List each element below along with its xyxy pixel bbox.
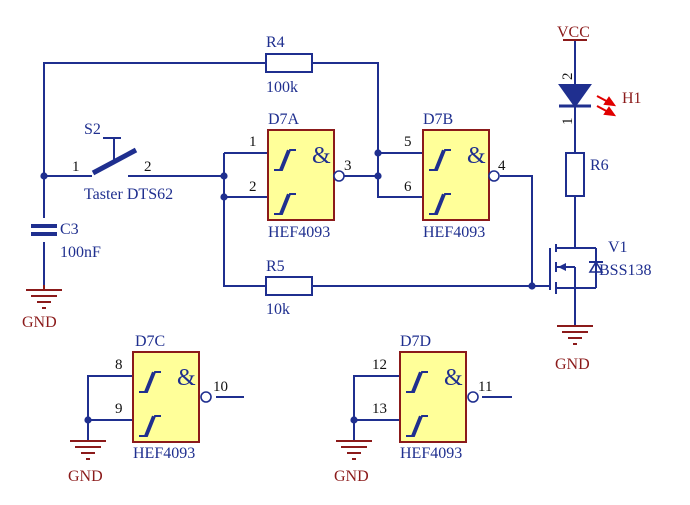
junction-dot — [220, 193, 228, 201]
inverter-bubble — [333, 170, 345, 182]
d7d-pin: 13 — [372, 401, 387, 417]
switch-lever — [91, 147, 138, 176]
h1-pin1: 1 — [560, 118, 576, 126]
r6-name: R6 — [590, 157, 609, 174]
capacitor-c3: C3 100nF — [31, 221, 101, 261]
junction-dot — [220, 172, 228, 180]
r4-value: 100k — [266, 79, 298, 96]
gnd-label: GND — [334, 468, 369, 485]
body-diode — [588, 260, 604, 273]
wire-d7d-inputs — [353, 375, 400, 420]
s2-pin1: 1 — [72, 159, 80, 175]
gnd-label: GND — [22, 314, 57, 331]
h1-name: H1 — [622, 90, 642, 107]
s2-name: S2 — [84, 121, 101, 138]
schmitt-icon — [139, 371, 161, 393]
d7d-pin: 11 — [478, 379, 492, 395]
schmitt-icon — [139, 415, 161, 437]
and-symbol: & — [467, 143, 486, 169]
junctions — [40, 149, 536, 424]
gnd-label: GND — [555, 356, 590, 373]
wire-pin6 — [377, 153, 423, 198]
h1-pin2: 2 — [560, 73, 576, 81]
inverter-bubble — [200, 391, 212, 403]
and-symbol: & — [444, 365, 463, 391]
wire-r4-loop — [43, 62, 379, 176]
inverter-bubble — [488, 170, 500, 182]
v1-name: V1 — [608, 239, 628, 256]
gate-d7a: & 1 2 3 D7A HEF4093 — [249, 111, 352, 241]
d7a-pin: 1 — [249, 134, 257, 150]
d7d-part: HEF4093 — [400, 445, 462, 462]
gate-d7d: & 12 13 11 D7D HEF4093 — [372, 333, 492, 462]
d7a-part: HEF4093 — [268, 224, 330, 241]
d7a-name: D7A — [268, 111, 300, 128]
switch-s2: S2 1 2 Taster DTS62 — [72, 121, 173, 203]
d7b-pin: 5 — [404, 134, 412, 150]
resistor-r5: R5 10k — [265, 258, 313, 318]
junction-dot — [84, 416, 92, 424]
gnd-symbol-d7d: GND — [334, 440, 372, 485]
d7c-pin: 10 — [213, 379, 228, 395]
gnd-symbol-d7c: GND — [68, 440, 106, 485]
gnd-label: GND — [68, 468, 103, 485]
d7a-pin: 2 — [249, 179, 257, 195]
mosfet-v1: V1 BSS138 — [549, 239, 651, 294]
wire-pin4-to-gate — [500, 175, 550, 287]
c3-value: 100nF — [60, 244, 101, 261]
vcc-symbol: VCC — [557, 24, 590, 41]
resistor-r6: R6 — [565, 152, 609, 197]
junction-dot — [374, 149, 382, 157]
d7d-name: D7D — [400, 333, 431, 350]
resistor-r4: R4 100k — [265, 34, 313, 96]
d7b-pin: 4 — [498, 158, 506, 174]
schmitt-icon — [406, 415, 428, 437]
d7c-name: D7C — [135, 333, 165, 350]
r4-name: R4 — [266, 34, 285, 51]
led-light-arrows-icon — [596, 95, 617, 117]
led-h1: 2 1 H1 — [558, 73, 642, 126]
junction-dot — [350, 416, 358, 424]
d7b-name: D7B — [423, 111, 453, 128]
junction-dot — [374, 172, 382, 180]
wire-d7c-inputs — [87, 375, 133, 420]
s2-pin2: 2 — [144, 159, 152, 175]
d7b-part: HEF4093 — [423, 224, 485, 241]
gnd-symbol-v1: GND — [555, 325, 593, 373]
gate-d7b: & 5 6 4 D7B HEF4093 — [404, 111, 506, 241]
inverter-bubble — [467, 391, 479, 403]
d7b-pin: 6 — [404, 179, 412, 195]
schmitt-icon — [274, 149, 296, 171]
gnd-symbol-c3: GND — [22, 285, 62, 331]
schmitt-icon — [429, 149, 451, 171]
d7c-pin: 8 — [115, 357, 123, 373]
d7c-part: HEF4093 — [133, 445, 195, 462]
schmitt-icon — [429, 193, 451, 215]
schmitt-icon — [406, 371, 428, 393]
junction-dot — [40, 172, 48, 180]
c3-name: C3 — [60, 221, 79, 238]
r5-value: 10k — [266, 301, 290, 318]
and-symbol: & — [177, 365, 196, 391]
gate-d7c: & 8 9 10 D7C HEF4093 — [115, 333, 228, 462]
and-symbol: & — [312, 143, 331, 169]
d7c-pin: 9 — [115, 401, 123, 417]
d7a-pin: 3 — [344, 158, 352, 174]
r5-name: R5 — [266, 258, 285, 275]
s2-value: Taster DTS62 — [84, 186, 173, 203]
v1-part: BSS138 — [599, 262, 651, 279]
schmitt-icon — [274, 193, 296, 215]
vcc-label: VCC — [557, 24, 590, 41]
junction-dot — [528, 282, 536, 290]
d7d-pin: 12 — [372, 357, 387, 373]
